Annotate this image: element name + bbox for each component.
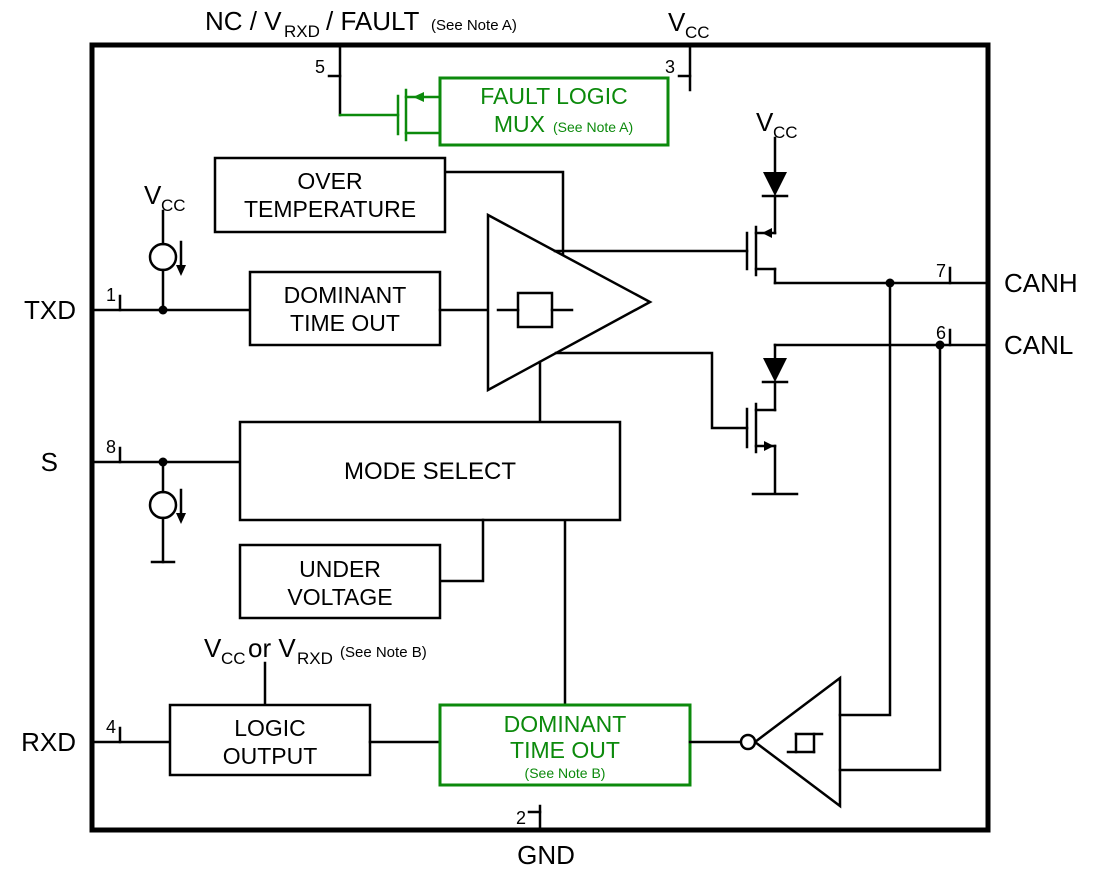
pin5-top-label: NC / V: [205, 6, 282, 36]
vcc-or-vrxd-sub1: CC: [221, 649, 246, 668]
pin2-name: GND: [517, 840, 575, 870]
fault-logic-mux-line1: FAULT LOGIC: [480, 83, 627, 109]
under-voltage-box: [238, 543, 442, 620]
dominant-time-out-rx-line2: TIME OUT: [510, 737, 620, 763]
fault-logic-mux-note: (See Note A): [553, 119, 633, 135]
vcc-txd-label: V: [144, 180, 162, 210]
over-temperature-box: [213, 156, 447, 234]
logic-output-line2: OUTPUT: [223, 743, 318, 769]
pin1-number: 1: [106, 285, 116, 305]
pin1-name: TXD: [24, 295, 76, 325]
vcc-or-vrxd-sub2: RXD: [297, 649, 333, 668]
driver-stage-icon: [516, 291, 554, 329]
txd-current-source-icon: [148, 242, 178, 272]
under-voltage-wire: [438, 518, 485, 583]
over-temperature-line2: TEMPERATURE: [244, 196, 416, 222]
over-temperature-line1: OVER: [297, 168, 362, 194]
mode-select-box: [238, 420, 622, 522]
pin4-number: 4: [106, 717, 116, 737]
dominant-time-out-tx-line2: TIME OUT: [290, 310, 400, 336]
pin7-name: CANH: [1004, 268, 1078, 298]
dominant-time-out-tx-line1: DOMINANT: [284, 282, 407, 308]
canh-diode-icon: [763, 172, 787, 196]
pin4-name: RXD: [21, 727, 76, 757]
canl-diode-icon: [763, 358, 787, 382]
canl-sense-wire: [838, 343, 942, 772]
fault-logic-mux-box: [438, 76, 670, 147]
pin3-number: 3: [665, 57, 675, 77]
s-current-source-icon: [148, 490, 178, 520]
driver-triangle: [486, 212, 653, 393]
under-voltage-line2: VOLTAGE: [287, 584, 392, 610]
txd-current-source-arrowhead-icon: [176, 265, 186, 276]
pin5-top-label-sub: RXD: [284, 22, 320, 41]
vcc-top-label-sub: CC: [685, 23, 710, 42]
dominant-time-out-tx-box: [248, 270, 442, 347]
pin8-number: 8: [106, 437, 116, 457]
logic-output-line1: LOGIC: [234, 715, 306, 741]
vcc-txd-label-sub: CC: [161, 196, 186, 215]
vcc-canh-label-sub: CC: [773, 123, 798, 142]
canl-mosfet-arrow-icon: [764, 441, 774, 451]
canh-mosfet-arrow-icon: [762, 228, 772, 238]
s-current-source-arrowhead-icon: [176, 513, 186, 524]
driver-lowside-gate-wire: [554, 351, 749, 430]
canh-sense-wire: [838, 281, 892, 717]
pin6-number: 6: [936, 323, 946, 343]
pin6-name: CANL: [1004, 330, 1073, 360]
pin5-top-label-part2: / FAULT: [326, 6, 420, 36]
over-temperature-wire: [443, 170, 565, 258]
receiver-bubble-icon: [739, 733, 757, 751]
pin7-number: 7: [936, 261, 946, 281]
pin8-name: S: [41, 447, 58, 477]
txd-junction-dot: [158, 305, 168, 315]
dominant-time-out-rx-box: [438, 703, 692, 787]
dominant-time-out-rx-line1: DOMINANT: [504, 711, 627, 737]
vcc-or-vrxd-note: (See Note B): [340, 644, 427, 661]
pin5-top-label-note: (See Note A): [431, 17, 517, 34]
vcc-canh-label: V: [756, 107, 774, 137]
under-voltage-line1: UNDER: [299, 556, 381, 582]
pin5-number: 5: [315, 57, 325, 77]
dominant-time-out-rx-note: (See Note B): [525, 765, 606, 781]
vcc-top-label: V: [668, 7, 686, 37]
fault-mosfet-arrow-icon: [413, 92, 424, 102]
mode-select-label: MODE SELECT: [344, 458, 516, 485]
fault-logic-mux-line2: MUX: [494, 111, 545, 137]
vcc-or-vrxd-part2: or V: [248, 633, 296, 663]
receiver-triangle: [752, 675, 842, 809]
pin2-number: 2: [516, 808, 526, 828]
logic-output-box: [168, 703, 372, 777]
vcc-or-vrxd-label: V: [204, 633, 222, 663]
